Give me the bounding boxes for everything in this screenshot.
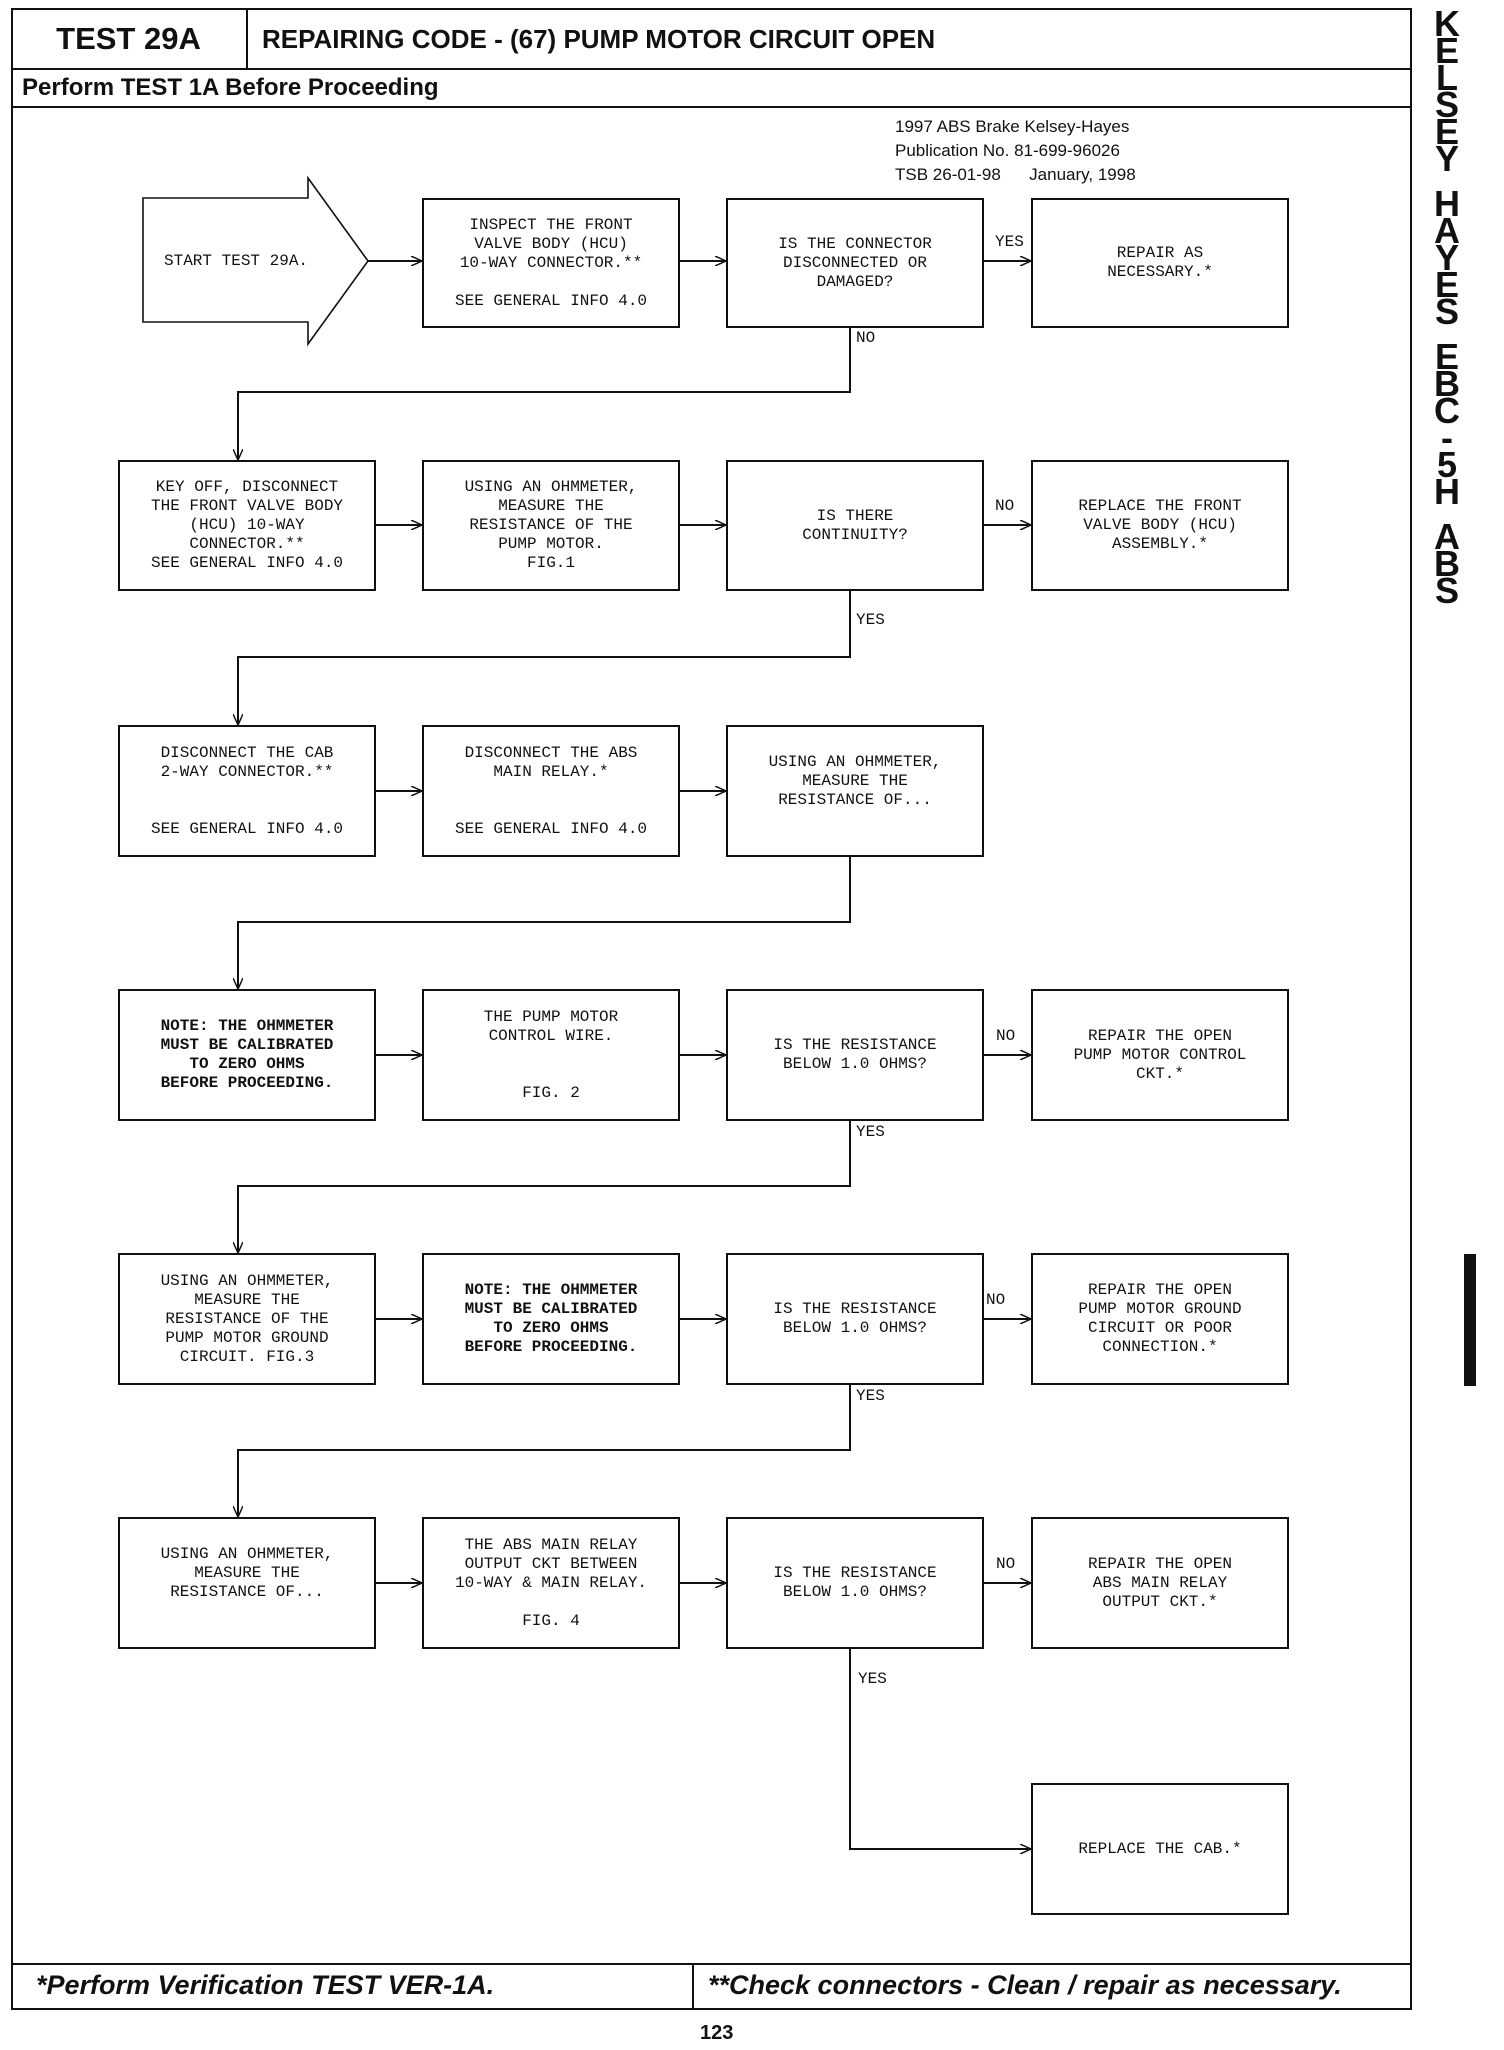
side-letter: S	[1434, 84, 1459, 125]
decision-continuity: IS THERE CONTINUITY?	[726, 460, 984, 591]
page-frame	[11, 8, 1412, 2010]
decision-resistance-ground: IS THE RESISTANCE BELOW 1.0 OHMS?	[726, 1253, 984, 1385]
step-disconnect-cab: DISCONNECT THE CAB 2-WAY CONNECTOR.** SE…	[118, 725, 376, 857]
pub-line-3: TSB 26-01-98 January, 1998	[895, 165, 1136, 184]
yes-label: YES	[995, 233, 1024, 251]
yes-label: YES	[856, 611, 885, 629]
side-letter: Y	[1434, 138, 1459, 179]
footer-divider	[692, 1963, 694, 2010]
step-measure-pump-motor: USING AN OHMMETER, MEASURE THE RESISTANC…	[422, 460, 680, 591]
step-inspect-connector: INSPECT THE FRONT VALVE BODY (HCU) 10-WA…	[422, 198, 680, 328]
footer-note-verification: *Perform Verification TEST VER-1A.	[36, 1970, 495, 2000]
step-measure-relay-output: USING AN OHMMETER, MEASURE THE RESISTANC…	[118, 1517, 376, 1649]
decision-connector-damaged: IS THE CONNECTOR DISCONNECTED OR DAMAGED…	[726, 198, 984, 328]
start-arrow-shape	[142, 175, 369, 347]
step-replace-hcu: REPLACE THE FRONT VALVE BODY (HCU) ASSEM…	[1031, 460, 1289, 591]
note-calibrate: NOTE: THE OHMMETER MUST BE CALIBRATED TO…	[118, 989, 376, 1121]
step-replace-cab: REPLACE THE CAB.*	[1031, 1783, 1289, 1915]
no-label: NO	[856, 329, 876, 347]
page-title: REPAIRING CODE - (67) PUMP MOTOR CIRCUIT…	[262, 24, 936, 54]
yes-label: YES	[858, 1670, 887, 1688]
start-test-label: START TEST 29A.	[164, 252, 309, 270]
side-letter: B	[1434, 363, 1460, 404]
header-row	[11, 8, 1412, 70]
side-letter: B	[1434, 543, 1460, 584]
side-letter: E	[1434, 111, 1459, 152]
side-letter: S	[1434, 291, 1459, 332]
subtitle: Perform TEST 1A Before Proceeding	[22, 74, 439, 101]
side-letter: H	[1434, 471, 1460, 512]
side-letter: Y	[1434, 237, 1459, 278]
side-letter: E	[1434, 336, 1459, 377]
side-letter: L	[1436, 57, 1458, 98]
step-repair-control-ckt: REPAIR THE OPEN PUMP MOTOR CONTROL CKT.*	[1031, 989, 1289, 1121]
note-calibrate: NOTE: THE OHMMETER MUST BE CALIBRATED TO…	[422, 1253, 680, 1385]
side-letter: E	[1434, 264, 1459, 305]
side-letter: 5	[1436, 444, 1458, 485]
test-label: TEST 29A	[11, 8, 248, 70]
side-letter: K	[1434, 3, 1460, 44]
step-repair-relay-output: REPAIR THE OPEN ABS MAIN RELAY OUTPUT CK…	[1031, 1517, 1289, 1649]
step-measure-resistance: USING AN OHMMETER, MEASURE THE RESISTANC…	[726, 725, 984, 857]
no-label: NO	[995, 497, 1015, 515]
side-letter: E	[1434, 30, 1459, 71]
step-relay-output-ckt: THE ABS MAIN RELAY OUTPUT CKT BETWEEN 10…	[422, 1517, 680, 1649]
page-number: 123	[700, 2022, 734, 2044]
side-letter: C	[1434, 390, 1460, 431]
side-letter: -	[1441, 417, 1453, 458]
step-repair-as-necessary: REPAIR AS NECESSARY.*	[1031, 198, 1289, 328]
pub-line-2: Publication No. 81-699-96026	[895, 141, 1120, 160]
footer-note-connectors: **Check connectors - Clean / repair as n…	[708, 1970, 1342, 2000]
side-bar	[1464, 1254, 1476, 1386]
side-letter: H	[1434, 183, 1460, 224]
side-letter: S	[1434, 570, 1459, 611]
step-disconnect-relay: DISCONNECT THE ABS MAIN RELAY.* SEE GENE…	[422, 725, 680, 857]
decision-resistance-relay: IS THE RESISTANCE BELOW 1.0 OHMS?	[726, 1517, 984, 1649]
step-control-wire: THE PUMP MOTOR CONTROL WIRE. FIG. 2	[422, 989, 680, 1121]
no-label: NO	[996, 1555, 1016, 1573]
step-repair-ground-ckt: REPAIR THE OPEN PUMP MOTOR GROUND CIRCUI…	[1031, 1253, 1289, 1385]
step-measure-ground: USING AN OHMMETER, MEASURE THE RESISTANC…	[118, 1253, 376, 1385]
step-key-off-disconnect: KEY OFF, DISCONNECT THE FRONT VALVE BODY…	[118, 460, 376, 591]
footer-row	[11, 1963, 1412, 2010]
yes-label: YES	[856, 1123, 885, 1141]
decision-resistance-control: IS THE RESISTANCE BELOW 1.0 OHMS?	[726, 989, 984, 1121]
no-label: NO	[986, 1291, 1006, 1309]
yes-label: YES	[856, 1387, 885, 1405]
pub-line-1: 1997 ABS Brake Kelsey-Hayes	[895, 117, 1130, 136]
side-letter: A	[1434, 210, 1460, 251]
no-label: NO	[996, 1027, 1016, 1045]
side-letter: A	[1434, 516, 1460, 557]
subheader-row	[11, 70, 1412, 108]
